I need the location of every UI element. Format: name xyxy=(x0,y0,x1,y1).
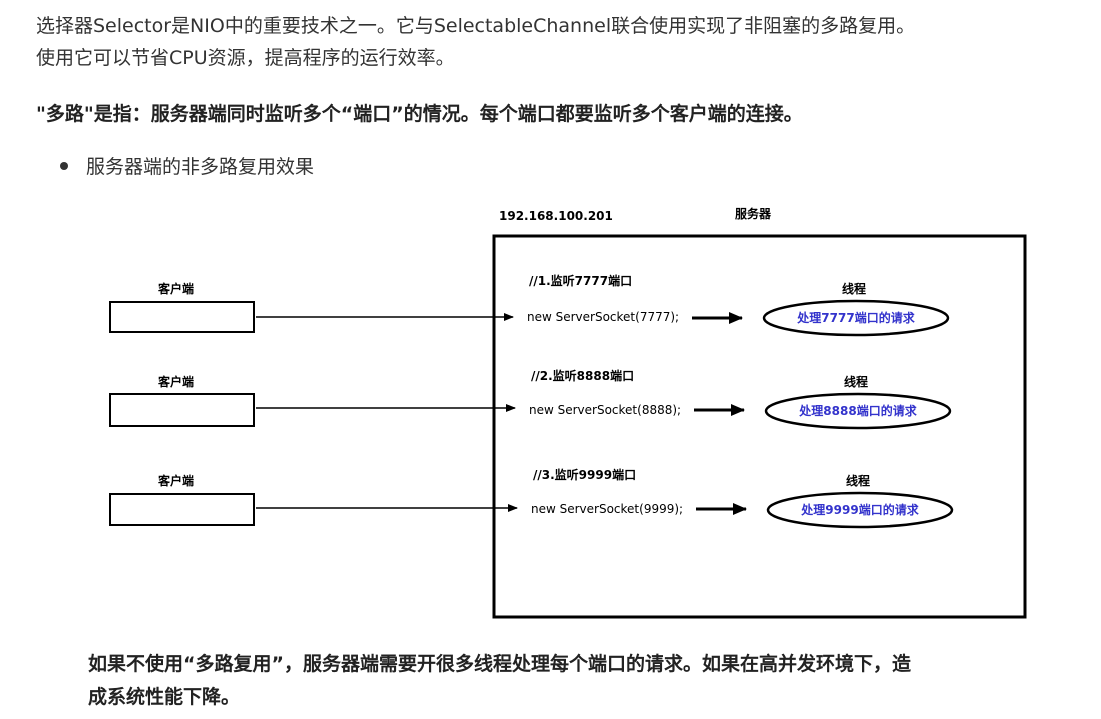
diagram-row-3: 客户端 //3.监听9999端口 new ServerSocket(9999);… xyxy=(109,467,954,529)
thread-label: 线程 xyxy=(842,281,866,296)
listen-comment: //3.监听9999端口 xyxy=(533,467,636,482)
client-label: 客户端 xyxy=(157,374,194,389)
thread-label: 线程 xyxy=(844,374,868,389)
server-ip-label: 192.168.100.201 xyxy=(499,209,613,223)
intro-line-1: 选择器Selector是NIO中的重要技术之一。它与SelectableChan… xyxy=(36,15,916,37)
thread-ellipse xyxy=(762,299,950,337)
intro-paragraph: 选择器Selector是NIO中的重要技术之一。它与SelectableChan… xyxy=(36,10,1076,74)
client-box xyxy=(109,493,255,526)
diagram-row-2: 客户端 //2.监听8888端口 new ServerSocket(8888);… xyxy=(109,368,952,430)
bullet-list-item: 服务器端的非多路复用效果 xyxy=(60,152,314,182)
thread-task-text: 处理8888端口的请求 xyxy=(798,403,917,418)
diagram-row-1: 客户端 //1.监听7777端口 new ServerSocket(7777);… xyxy=(109,273,950,337)
server-socket-code: new ServerSocket(8888); xyxy=(529,403,681,417)
client-box xyxy=(109,301,255,333)
client-label: 客户端 xyxy=(157,473,194,488)
thread-ellipse xyxy=(766,491,954,529)
intro-line-2: 使用它可以节省CPU资源，提高程序的运行效率。 xyxy=(36,47,455,69)
client-label: 客户端 xyxy=(157,281,194,296)
multiplex-definition: "多路"是指：服务器端同时监听多个“端口”的情况。每个端口都要监听多个客户端的连… xyxy=(36,103,803,125)
thread-label: 线程 xyxy=(846,473,870,488)
server-socket-code: new ServerSocket(9999); xyxy=(531,502,683,516)
thread-task-text: 处理9999端口的请求 xyxy=(800,502,919,517)
conclusion-line-1: 如果不使用“多路复用”，服务器端需要开很多线程处理每个端口的请求。如果在高并发环… xyxy=(88,653,911,675)
listen-comment: //2.监听8888端口 xyxy=(531,368,634,383)
thread-task-text: 处理7777端口的请求 xyxy=(796,310,915,325)
conclusion-line-2: 成系统性能下降。 xyxy=(88,686,241,708)
conclusion-paragraph: 如果不使用“多路复用”，服务器端需要开很多线程处理每个端口的请求。如果在高并发环… xyxy=(88,648,1068,714)
client-box xyxy=(109,393,255,427)
bullet-dot-icon xyxy=(60,161,68,170)
bullet-item-text: 服务器端的非多路复用效果 xyxy=(86,156,315,178)
server-socket-code: new ServerSocket(7777); xyxy=(527,310,679,324)
listen-comment: //1.监听7777端口 xyxy=(529,273,632,288)
server-box xyxy=(492,234,1027,619)
non-multiplex-diagram: 192.168.100.201 服务器 客户端 //1.监听7777端口 new… xyxy=(109,206,1027,619)
thread-ellipse xyxy=(764,392,952,430)
server-title-label: 服务器 xyxy=(735,206,772,221)
